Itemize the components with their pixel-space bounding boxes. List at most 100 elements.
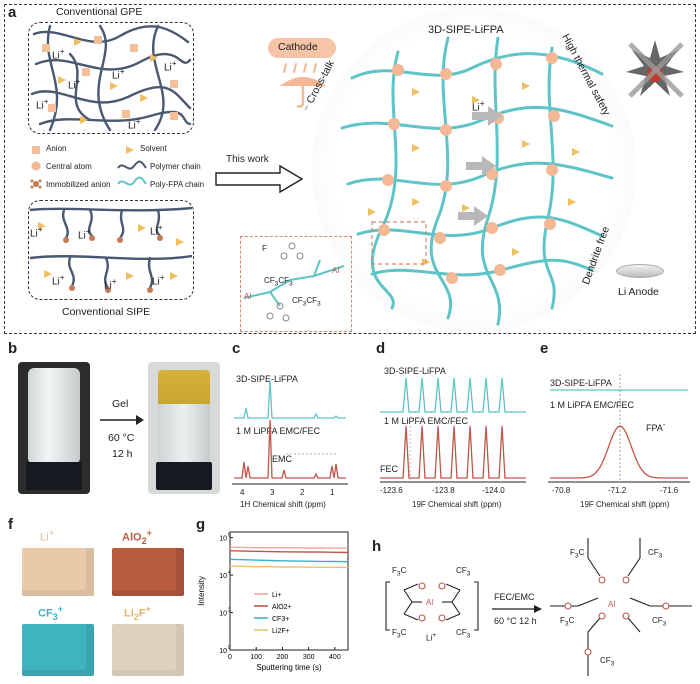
gel-arrow — [100, 415, 144, 425]
f-cf3-label: CF3+ — [38, 604, 64, 622]
g-legend-label-0: Li+ — [272, 592, 282, 599]
g-legend-label-1: AlO2+ — [272, 604, 292, 611]
sipe-li-3: Li+ — [150, 222, 163, 238]
c-tick-4: 1 — [330, 488, 335, 497]
f-li-label: Li+ — [40, 528, 54, 544]
vial-before-glass — [28, 368, 80, 464]
li-text: Li — [52, 276, 60, 288]
c-tick-2: 3 — [270, 488, 275, 497]
f-text: F — [560, 616, 565, 625]
legend-polyfpa-chain: Poly-FPA chain — [150, 180, 205, 189]
legend-polymer-chain: Polymer chain — [150, 162, 201, 171]
vial-before-cap — [26, 462, 82, 490]
c-tick-1: 4 — [240, 488, 245, 497]
legend-solvent: Solvent — [140, 144, 167, 153]
network-title: 3D-SIPE-LiFPA — [428, 24, 504, 36]
d-bottom-label: 1 M LiPFA EMC/FEC — [384, 416, 469, 426]
li-text: Li — [40, 531, 49, 544]
c-spectra — [232, 379, 348, 485]
c-emc-label: EMC — [272, 454, 292, 464]
h-reagent: FEC/EMC — [494, 592, 535, 602]
f-alo2-cube — [112, 548, 184, 596]
h-f3c-1: F3C — [392, 566, 407, 578]
f-li2f-cube — [112, 624, 184, 676]
cf-text: CF — [652, 616, 663, 625]
sipe-li-2: Li+ — [78, 226, 91, 242]
li-text: Li — [150, 226, 158, 238]
h-p-cf3-2: CF3 — [652, 616, 667, 628]
cf-text: CF — [456, 628, 467, 637]
umbrella-icon — [280, 63, 326, 108]
gpe-li-1: Li+ — [52, 46, 65, 62]
cf-text: CF — [456, 566, 467, 575]
network-li-ion: Li+ — [472, 98, 485, 114]
e-tick-2: -71.2 — [608, 486, 627, 495]
g-xtick-label-0: 0 — [228, 654, 232, 661]
g-plot-frame — [229, 531, 349, 651]
li-text: Li — [30, 228, 38, 240]
vial-after-cap — [156, 462, 212, 490]
cf-text: CF — [648, 548, 659, 557]
inset-al-2: Al — [244, 292, 252, 301]
gel-time: 12 h — [112, 448, 133, 460]
gpe-title: Conventional GPE — [56, 6, 143, 18]
cf-text: CF — [278, 276, 290, 285]
cf-text: CF — [38, 607, 53, 620]
h-li-reactant: Li+ — [426, 632, 437, 643]
g-series-line-2 — [229, 558, 349, 563]
li-anode-label: Li Anode — [618, 286, 659, 298]
gpe-li-2: Li+ — [112, 66, 125, 82]
gel-label: Gel — [112, 398, 129, 410]
d-tick-2: -123.8 — [432, 486, 455, 495]
g-series-line-3 — [229, 565, 349, 569]
g-xtick-label-2: 200 — [277, 654, 289, 661]
g-xlabel: Sputtering time (s) — [256, 663, 322, 672]
g-ytick-label-3: 10 — [219, 536, 227, 543]
h-conditions: 60 °C 12 h — [494, 616, 537, 626]
sipe-li-5: Li+ — [104, 276, 117, 292]
e-top-label: 3D-SIPE-LiFPA — [550, 378, 612, 388]
panel-h-label: h — [372, 538, 382, 555]
cf-text: CF — [600, 656, 611, 665]
gpe-polymer-network — [30, 24, 192, 132]
panel-d-label: d — [376, 340, 386, 357]
panel-g-label: g — [196, 516, 206, 533]
h-p-f3c-2: F3C — [560, 616, 575, 628]
this-work-label: This work — [226, 154, 269, 165]
vial-after-photo — [148, 362, 220, 494]
d-tick-3: -124.0 — [482, 486, 505, 495]
panel-b-label: b — [8, 340, 18, 357]
g-xtick-label-3: 300 — [303, 654, 315, 661]
li-text: Li — [104, 280, 112, 292]
g-series-line-1 — [229, 550, 349, 554]
legend-anion: Anion — [46, 144, 67, 153]
e-xlabel: 19F Chemical shift (ppm) — [580, 500, 670, 509]
c-bottom-label: 1 M LiPFA EMC/FEC — [236, 426, 321, 436]
panel-a-label: a — [8, 4, 17, 21]
gel-temp: 60 °C — [108, 432, 135, 444]
f-text: F — [570, 548, 575, 557]
cf-text: CF — [306, 296, 318, 305]
d-top-label: 3D-SIPE-LiFPA — [384, 366, 446, 376]
zoom-inset-structure — [243, 242, 345, 322]
h-cf3-2: CF3 — [456, 628, 471, 640]
gpe-li-3: Li+ — [68, 76, 81, 92]
explosion-crossed-icon — [626, 40, 684, 98]
d-fec-label: FEC — [380, 464, 398, 474]
li-text: Li — [36, 100, 44, 112]
sipe-li-6: Li+ — [152, 272, 165, 288]
g-ytick-exp-1: 2 — [228, 608, 231, 614]
d-spectra — [380, 377, 526, 483]
cathode-pill — [268, 38, 336, 58]
panel-c-label: c — [232, 340, 241, 357]
g-legend-label-2: CF3+ — [272, 616, 289, 623]
li-text: Li — [426, 633, 433, 643]
h-p-cf3-3: CF3 — [600, 656, 615, 668]
gpe-li-6: Li+ — [164, 58, 177, 74]
g-xtick-label-1: 100 — [250, 654, 262, 661]
f-text: F — [392, 566, 397, 575]
g-ytick-exp-2: 4 — [228, 570, 231, 576]
legend-symbols — [30, 146, 147, 189]
zoom-inset-box — [240, 236, 352, 332]
li-text: Li — [68, 80, 76, 92]
